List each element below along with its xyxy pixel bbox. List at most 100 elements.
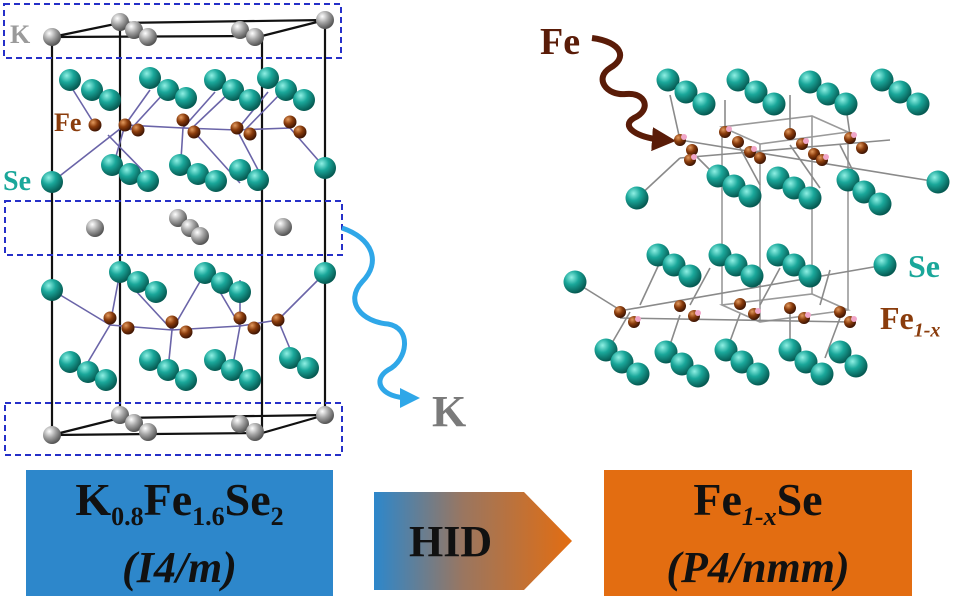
se-atom [257, 67, 279, 89]
se-atom [670, 352, 694, 376]
se-atom [740, 264, 764, 288]
se-atom [594, 338, 618, 362]
se-atom [744, 80, 768, 104]
fe-label-inserted: Fe [540, 21, 581, 63]
se-atom [109, 261, 131, 283]
k-layer-box-top [3, 3, 342, 59]
product-compound-panel: Fe1-xSe (P4/nmm) [604, 470, 912, 596]
product-space-group: (P4/nmm) [666, 542, 850, 592]
fe-atom [230, 121, 244, 135]
se-atom [816, 82, 840, 106]
k-layer-box-bottom [4, 402, 343, 456]
left-unit-cell [50, 18, 327, 437]
se-atom [247, 169, 269, 191]
se-atom [222, 79, 244, 101]
fe-atom [243, 127, 257, 141]
k-label-top: K [10, 20, 31, 49]
k-atom [139, 28, 157, 46]
se-atom [59, 351, 81, 373]
hid-label: HID [409, 517, 493, 566]
se-atom [314, 157, 336, 179]
se-atom [662, 253, 686, 277]
se-atom [41, 171, 63, 193]
k-atom [125, 414, 143, 432]
fe-atom [118, 118, 132, 132]
se-atom [279, 347, 301, 369]
fe-atom [121, 321, 135, 335]
fe-insertion-arrow [591, 35, 676, 152]
k-atom [316, 11, 334, 29]
k-atom [43, 426, 61, 444]
fe-atom [271, 313, 285, 327]
se-atom [221, 359, 243, 381]
se-atom [692, 92, 716, 116]
se-atom [828, 340, 852, 364]
k-atom [231, 21, 249, 39]
se-atom [275, 79, 297, 101]
se-atom [810, 362, 834, 386]
fe-vacancy-site [695, 310, 701, 316]
se-atom [563, 270, 587, 294]
k-atom [274, 218, 292, 236]
fe-atom [179, 325, 193, 339]
fe-atom [131, 123, 145, 137]
k-atom [111, 13, 129, 31]
se-atom [836, 168, 860, 192]
hid-arrow-shape [374, 492, 572, 590]
se-atom [137, 170, 159, 192]
se-atom [798, 264, 822, 288]
se-atom [127, 271, 149, 293]
fe-atom [233, 311, 247, 325]
se-atom [175, 87, 197, 109]
se-atom [674, 80, 698, 104]
fe-atom [754, 152, 766, 164]
k-atom [246, 423, 264, 441]
se-atom [239, 89, 261, 111]
se-atom [888, 80, 912, 104]
se-atom [81, 79, 103, 101]
fe-vacancy-site [726, 126, 732, 132]
fe-atom [686, 144, 698, 156]
fe-vacancy-site [635, 316, 641, 322]
k-extraction-arrow [341, 225, 420, 408]
fe-vacancy-site [823, 154, 829, 160]
se-atom [844, 354, 868, 378]
k-atom [139, 423, 157, 441]
se-atom [625, 186, 649, 210]
se-atom [926, 170, 950, 194]
se-atom [834, 92, 858, 116]
fe-atom [784, 128, 796, 140]
se-atom [906, 92, 930, 116]
fe-atom [784, 302, 796, 314]
se-atom [204, 349, 226, 371]
fe-atom [734, 298, 746, 310]
parent-space-group: (I4/m) [122, 542, 237, 592]
se-atom [229, 281, 251, 303]
se-atom [870, 68, 894, 92]
k-label-extracted: K [432, 387, 467, 436]
fe-vacancy-site [803, 138, 809, 144]
fe-atom [732, 136, 744, 148]
se-atom [101, 154, 123, 176]
fe1x-label-sub: 1-x [913, 319, 941, 342]
k-atom [246, 28, 264, 46]
se-atom [738, 184, 762, 208]
se-atom [714, 338, 738, 362]
fe-atom [856, 142, 868, 154]
se-atom [139, 349, 161, 371]
se-atom [194, 262, 216, 284]
se-atom [95, 369, 117, 391]
se-atom [798, 186, 822, 210]
se-atom [726, 68, 750, 92]
k-atom [316, 406, 334, 424]
k-atom [231, 415, 249, 433]
hid-process-arrow: HID [374, 492, 572, 590]
fe-atom [674, 300, 686, 312]
se-atom [746, 362, 770, 386]
fe-atom [88, 118, 102, 132]
se-atom [730, 350, 754, 374]
se-atom [724, 253, 748, 277]
fe-vacancy-site [681, 134, 687, 140]
se-atom [794, 350, 818, 374]
k-atom [125, 21, 143, 39]
